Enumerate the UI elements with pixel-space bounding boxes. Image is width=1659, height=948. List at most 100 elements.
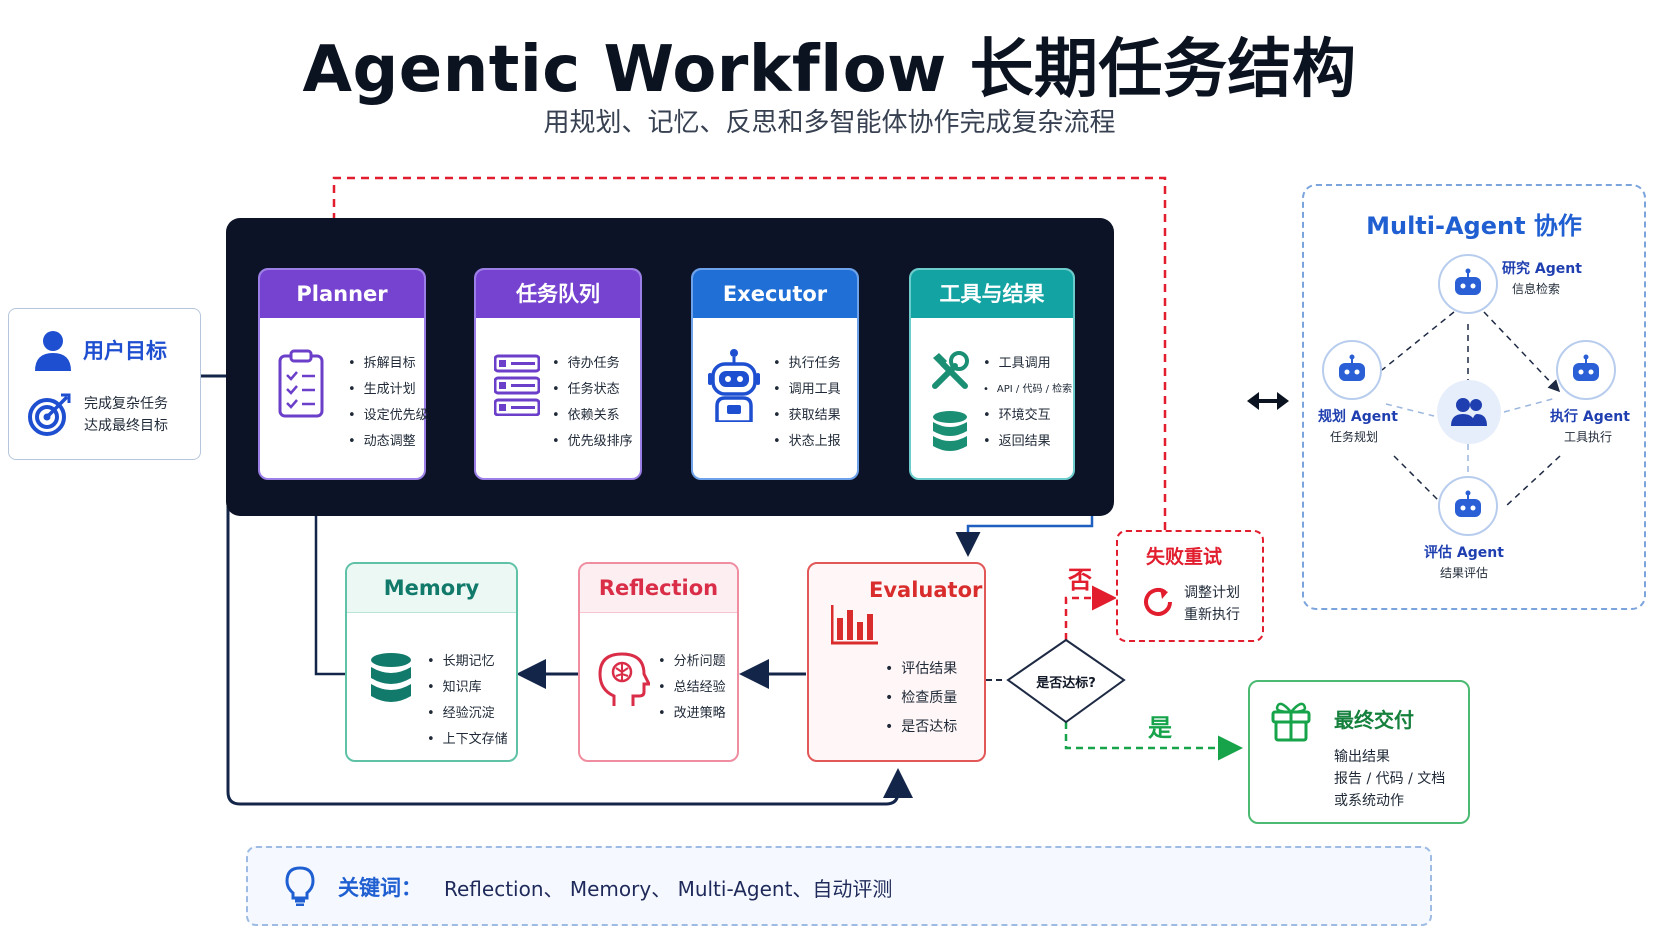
final-delivery-line-1: 输出结果 <box>1334 749 1390 765</box>
keywords-label: 关键词： <box>338 876 422 900</box>
bar-chart-icon <box>831 605 878 645</box>
refresh-icon <box>1144 587 1172 616</box>
arrow-decision-yes <box>1064 722 1243 761</box>
final-delivery-box: 最终交付 输出结果 报告 / 代码 / 文档 或系统动作 <box>1248 680 1470 824</box>
brain-head-icon <box>598 652 650 706</box>
retry-line-1: 调整计划 <box>1184 585 1240 601</box>
clipboard-icon <box>278 349 324 418</box>
execution-agent-name: 执行 Agent <box>1550 409 1630 425</box>
queue-item-3: 依赖关系 <box>552 404 620 423</box>
page-subtitle: 用规划、记忆、反思和多智能体协作完成复杂流程 <box>543 108 1116 138</box>
planner-card[interactable]: Planner 拆解目标 生成计划 设定优先级 动态调整 <box>258 268 429 480</box>
keywords-box: 关键词： Reflection、 Memory、 Multi-Agent、自动评… <box>246 846 1432 926</box>
evaluator-card[interactable]: Evaluator 评估结果 检查质量 是否达标 <box>807 562 986 762</box>
reflection-card[interactable]: Reflection 分析问题 总结经验 改进策略 <box>578 562 739 762</box>
planner-item-2: 生成计划 <box>348 378 416 397</box>
planner-item-1: 拆解目标 <box>348 352 416 371</box>
gift-icon <box>1271 702 1311 742</box>
memory-item-1: 长期记忆 <box>427 650 495 669</box>
executor-item-1: 执行任务 <box>773 352 841 371</box>
evaluator-item-2: 检查质量 <box>885 687 957 707</box>
evaluation-agent-node[interactable] <box>1438 476 1498 536</box>
planner-item-3: 设定优先级 <box>348 404 429 423</box>
planning-agent-robot-icon <box>1339 354 1365 381</box>
final-delivery-line-3: 或系统动作 <box>1334 793 1404 809</box>
group-icon <box>1437 380 1501 444</box>
keywords-text: Reflection、 Memory、 Multi-Agent、自动评测 <box>444 877 893 901</box>
arrow-decision-no <box>1064 585 1117 640</box>
user-goal-line-1: 完成复杂任务 <box>84 396 168 412</box>
tools-item-1: 工具调用 <box>983 352 1051 371</box>
evaluation-agent-robot-icon <box>1455 490 1481 517</box>
planning-agent-desc: 任务规划 <box>1330 430 1379 444</box>
research-agent-robot-icon <box>1455 268 1481 295</box>
retry-box: 失败重试 调整计划 重新执行 <box>1116 530 1264 642</box>
memory-item-4: 上下文存储 <box>427 728 508 747</box>
executor-item-3: 获取结果 <box>773 404 841 423</box>
tools-results-card[interactable]: 工具与结果 工具调用 API / 代码 / 检索 环境交互 返回结果 <box>909 268 1075 480</box>
research-agent-desc: 信息检索 <box>1512 282 1561 296</box>
double-arrow-icon <box>1247 392 1289 410</box>
lightbulb-icon <box>285 866 315 906</box>
task-queue-card[interactable]: 任务队列 待办任务 任务状态 依赖关系 优先级排序 <box>474 268 642 480</box>
multi-agent-box: Multi-Agent 协作 研究 Agent 信息检索 规划 Agent 任务… <box>1302 184 1646 610</box>
planning-agent-name: 规划 Agent <box>1318 409 1398 425</box>
arrow-loop-to-evaluator <box>226 500 913 806</box>
list-icon <box>494 354 540 416</box>
reflection-item-3: 改进策略 <box>658 702 726 721</box>
evaluation-agent-desc: 结果评估 <box>1440 566 1489 580</box>
evaluator-item-3: 是否达标 <box>885 716 957 736</box>
evaluator-item-1: 评估结果 <box>885 658 957 678</box>
page-title: Agentic Workflow 长期任务结构 <box>302 33 1357 107</box>
decision-diamond <box>1006 638 1126 724</box>
evaluation-agent-name: 评估 Agent <box>1424 545 1504 561</box>
database-icon <box>933 411 967 451</box>
tools-item-2: API / 代码 / 检索 <box>983 380 1072 395</box>
executor-item-4: 状态上报 <box>773 430 841 449</box>
target-icon <box>28 393 71 436</box>
arrow-retry-to-planner <box>321 176 1167 530</box>
user-goal-line-2: 达成最终目标 <box>84 418 168 434</box>
evaluator-title: Evaluator <box>869 578 983 602</box>
arrow-memory-to-planner <box>303 481 345 676</box>
planning-agent-node[interactable] <box>1322 340 1382 400</box>
user-icon <box>35 331 71 371</box>
memory-database-icon <box>371 653 411 702</box>
final-delivery-line-2: 报告 / 代码 / 文档 <box>1334 771 1446 787</box>
planner-item-4: 动态调整 <box>348 430 416 449</box>
final-delivery-title: 最终交付 <box>1334 708 1414 732</box>
memory-item-2: 知识库 <box>427 676 482 695</box>
queue-item-1: 待办任务 <box>552 352 620 371</box>
reflection-title: Reflection <box>580 564 737 613</box>
tools-results-title: 工具与结果 <box>911 270 1073 318</box>
tools-item-4: 返回结果 <box>983 430 1051 449</box>
memory-card[interactable]: Memory 长期记忆 知识库 经验沉淀 上下文存储 <box>345 562 518 762</box>
executor-card[interactable]: Executor 执行任务 调用工具 获取结果 状态上报 <box>691 268 859 480</box>
multi-agent-title: Multi-Agent 协作 <box>1366 212 1582 240</box>
reflection-item-1: 分析问题 <box>658 650 726 669</box>
research-agent-name: 研究 Agent <box>1502 261 1582 277</box>
tools-item-3: 环境交互 <box>983 404 1051 423</box>
memory-item-3: 经验沉淀 <box>427 702 495 721</box>
execution-agent-robot-icon <box>1573 354 1599 381</box>
multi-agent-links <box>1381 311 1561 507</box>
retry-title: 失败重试 <box>1146 546 1223 568</box>
decision-yes-label: 是 <box>1148 714 1172 742</box>
robot-icon <box>708 349 760 422</box>
executor-title: Executor <box>693 270 857 318</box>
user-goal-box: 用户目标 完成复杂任务 达成最终目标 <box>8 308 201 460</box>
executor-item-2: 调用工具 <box>773 378 841 397</box>
user-goal-title: 用户目标 <box>83 339 167 363</box>
research-agent-node[interactable] <box>1438 254 1498 314</box>
memory-title: Memory <box>347 564 516 613</box>
decision-label: 是否达标? <box>1036 676 1096 691</box>
tools-icon <box>932 351 969 389</box>
decision-no-label: 否 <box>1068 566 1092 594</box>
reflection-item-2: 总结经验 <box>658 676 726 695</box>
execution-agent-node[interactable] <box>1556 340 1616 400</box>
queue-item-2: 任务状态 <box>552 378 620 397</box>
retry-line-2: 重新执行 <box>1184 607 1240 623</box>
queue-item-4: 优先级排序 <box>552 430 633 449</box>
execution-agent-desc: 工具执行 <box>1564 430 1613 444</box>
